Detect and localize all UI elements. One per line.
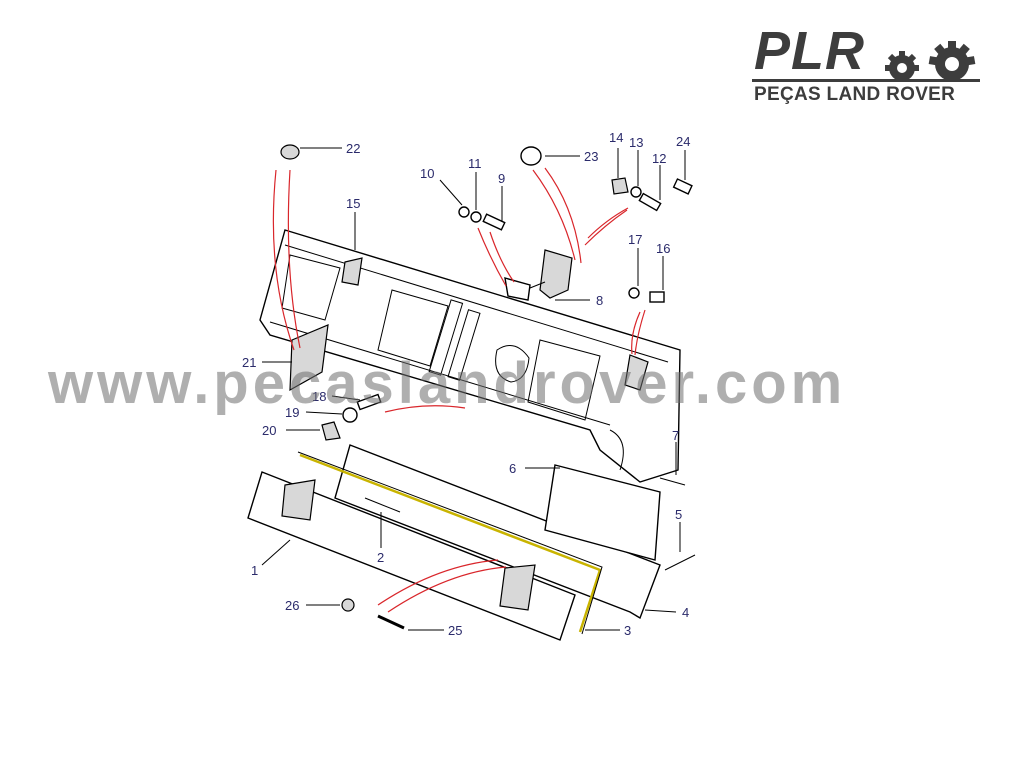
callout-1: 1 [251, 563, 258, 578]
callout-16: 16 [656, 241, 670, 256]
assembly-guide-lines [272, 167, 646, 613]
callout-18: 18 [312, 389, 326, 404]
callout-12: 12 [652, 151, 666, 166]
callout-6: 6 [509, 461, 516, 476]
fasteners [280, 144, 696, 630]
callout-11: 11 [468, 156, 482, 171]
hinge-bracket [504, 249, 573, 301]
tailgate-assembly [247, 444, 661, 641]
callout-9: 9 [498, 171, 505, 186]
callout-17: 17 [628, 232, 642, 247]
callout-15: 15 [346, 196, 360, 211]
callout-10: 10 [420, 166, 434, 181]
callout-5: 5 [675, 507, 682, 522]
logo-rule [752, 79, 980, 82]
callout-13: 13 [629, 135, 643, 150]
callout-7: 7 [672, 428, 679, 443]
site-watermark: www.pecaslandrover.com [48, 351, 847, 416]
callout-8: 8 [596, 293, 603, 308]
callout-21: 21 [242, 355, 256, 370]
logo-brand: PLR [754, 21, 865, 81]
leader-lines [261, 147, 686, 631]
callout-numbers: 1 2 3 4 5 6 7 8 9 10 11 12 13 14 15 16 1… [242, 130, 690, 638]
plr-logo: PLR PEÇAS LAND ROVER [752, 21, 984, 108]
callout-25: 25 [448, 623, 462, 638]
callout-19: 19 [285, 405, 299, 420]
callout-2: 2 [377, 550, 384, 565]
gears-icon [885, 41, 976, 81]
callout-26: 26 [285, 598, 299, 613]
callout-22: 22 [346, 141, 360, 156]
callout-4: 4 [682, 605, 689, 620]
logo-tagline: PEÇAS LAND ROVER [754, 84, 956, 105]
callout-20: 20 [262, 423, 276, 438]
callout-14: 14 [609, 130, 623, 145]
callout-3: 3 [624, 623, 631, 638]
callout-24: 24 [676, 134, 690, 149]
callout-23: 23 [584, 149, 598, 164]
